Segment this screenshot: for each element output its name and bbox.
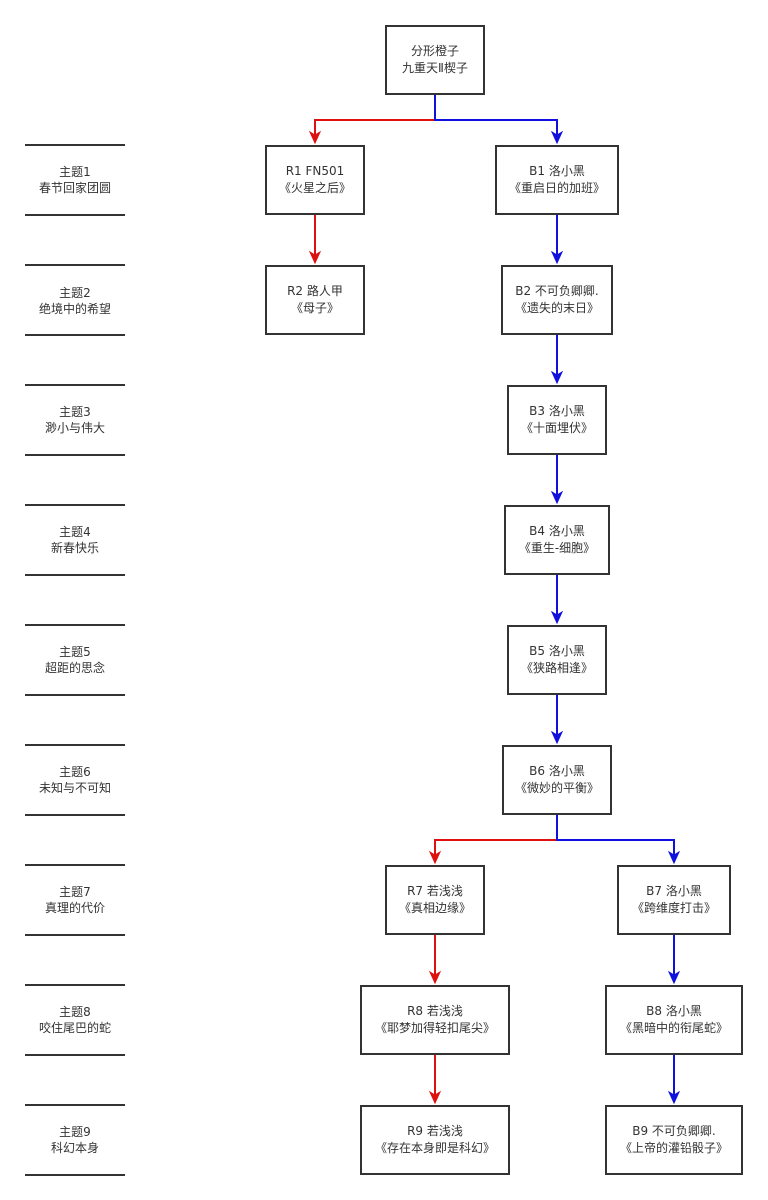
arrowhead-b6-to-b7	[667, 850, 681, 865]
node-b9[interactable]: B9 不可负卿卿. 《上帝的灌铅骰子》	[605, 1105, 743, 1175]
theme-2-name: 主题2	[59, 286, 91, 300]
theme-1-label: 主题1 春节回家团圆	[25, 164, 125, 196]
theme-7-label: 主题7 真理的代价	[25, 884, 125, 916]
theme-5-name: 主题5	[59, 645, 91, 659]
theme-4-label: 主题4 新春快乐	[25, 524, 125, 556]
theme-1-name: 主题1	[59, 165, 91, 179]
arrowhead-b4-to-b5	[550, 610, 564, 625]
node-b4-author: B4 洛小黑	[529, 524, 585, 538]
arrowhead-r7-to-r8	[428, 970, 442, 985]
theme-1-title: 春节回家团圆	[38, 181, 111, 195]
node-b5-title: 《狭路相逢》	[520, 661, 593, 675]
node-b4[interactable]: B4 洛小黑 《重生-细胞》	[504, 505, 610, 575]
theme-2-label: 主题2 绝境中的希望	[25, 285, 125, 317]
theme-7-name: 主题7	[59, 885, 91, 899]
node-r1[interactable]: R1 FN501 《火星之后》	[265, 145, 365, 215]
node-r9-title: 《存在本身即是科幻》	[374, 1141, 495, 1155]
theme-9-label: 主题9 科幻本身	[25, 1124, 125, 1156]
theme-4-title: 新春快乐	[50, 541, 99, 555]
node-r8[interactable]: R8 若浅浅 《耶梦加得轻扣尾尖》	[360, 985, 510, 1055]
arrowhead-root-to-b1	[550, 130, 564, 145]
node-b9-author: B9 不可负卿卿.	[632, 1124, 716, 1138]
node-r7-title: 《真相边缘》	[398, 901, 471, 915]
node-b3[interactable]: B3 洛小黑 《十面埋伏》	[507, 385, 607, 455]
node-r1-author: R1 FN501	[285, 164, 345, 178]
node-b3-author: B3 洛小黑	[529, 404, 585, 418]
root-node-line1: 分形橙子	[410, 44, 459, 58]
node-r7[interactable]: R7 若浅浅 《真相边缘》	[385, 865, 485, 935]
node-b6-author: B6 洛小黑	[529, 764, 585, 778]
theme-4-name: 主题4	[59, 525, 91, 539]
theme-3-title: 渺小与伟大	[44, 421, 105, 435]
node-r9[interactable]: R9 若浅浅 《存在本身即是科幻》	[360, 1105, 510, 1175]
connectors	[308, 95, 681, 1105]
arrowhead-b5-to-b6	[550, 730, 564, 745]
node-b1[interactable]: B1 洛小黑 《重启日的加班》	[495, 145, 619, 215]
node-b8-title: 《黑暗中的衔尾蛇》	[619, 1021, 728, 1035]
theme-2-title: 绝境中的希望	[38, 302, 111, 316]
node-r2-author: R2 路人甲	[287, 284, 343, 298]
node-b2-title: 《遗失的末日》	[514, 301, 599, 315]
node-b6-title: 《微妙的平衡》	[514, 781, 599, 795]
arrowhead-b2-to-b3	[550, 370, 564, 385]
node-b7-author: B7 洛小黑	[646, 884, 702, 898]
node-b5-author: B5 洛小黑	[529, 644, 585, 658]
theme-6-title: 未知与不可知	[38, 781, 111, 795]
node-b3-title: 《十面埋伏》	[520, 421, 593, 435]
theme-3-name: 主题3	[59, 405, 91, 419]
theme-9-name: 主题9	[59, 1125, 91, 1139]
node-b2[interactable]: B2 不可负卿卿. 《遗失的末日》	[501, 265, 613, 335]
node-r9-author: R9 若浅浅	[407, 1124, 463, 1138]
edge-b6-to-b7	[556, 815, 675, 855]
theme-6-label: 主题6 未知与不可知	[25, 764, 125, 796]
node-b7[interactable]: B7 洛小黑 《跨维度打击》	[617, 865, 731, 935]
theme-3-label: 主题3 渺小与伟大	[25, 404, 125, 436]
theme-dividers	[25, 144, 125, 1176]
arrowhead-b8-to-b9	[667, 1090, 681, 1105]
arrowhead-root-to-r1	[308, 130, 322, 145]
theme-6-name: 主题6	[59, 765, 91, 779]
arrowhead-r1-to-r2	[308, 250, 322, 265]
node-b4-title: 《重生-细胞》	[518, 541, 596, 555]
arrowhead-b3-to-b4	[550, 490, 564, 505]
theme-9-title: 科幻本身	[50, 1141, 99, 1155]
theme-8-label: 主题8 咬住尾巴的蛇	[25, 1004, 125, 1036]
arrowhead-b6-to-r7	[428, 850, 442, 865]
node-b1-author: B1 洛小黑	[529, 164, 585, 178]
node-b6[interactable]: B6 洛小黑 《微妙的平衡》	[502, 745, 612, 815]
node-b5[interactable]: B5 洛小黑 《狭路相逢》	[507, 625, 607, 695]
theme-8-name: 主题8	[59, 1005, 91, 1019]
theme-5-label: 主题5 超距的思念	[25, 644, 125, 676]
arrowhead-b1-to-b2	[550, 250, 564, 265]
root-node-line2: 九重天Ⅱ楔子	[402, 61, 468, 75]
edge-root-to-b1	[434, 95, 558, 135]
theme-7-title: 真理的代价	[44, 901, 105, 915]
node-b2-author: B2 不可负卿卿.	[515, 284, 599, 298]
theme-5-title: 超距的思念	[44, 661, 105, 675]
theme-8-title: 咬住尾巴的蛇	[38, 1021, 111, 1035]
arrowhead-b7-to-b8	[667, 970, 681, 985]
node-r1-title: 《火星之后》	[278, 181, 351, 195]
node-b8[interactable]: B8 洛小黑 《黑暗中的衔尾蛇》	[605, 985, 743, 1055]
node-r7-author: R7 若浅浅	[407, 884, 463, 898]
node-r2-title: 《母子》	[290, 301, 339, 315]
node-b8-author: B8 洛小黑	[646, 1004, 702, 1018]
node-b7-title: 《跨维度打击》	[631, 901, 716, 915]
node-b9-title: 《上帝的灌铅骰子》	[619, 1141, 728, 1155]
node-r2[interactable]: R2 路人甲 《母子》	[265, 265, 365, 335]
node-b1-title: 《重启日的加班》	[508, 181, 605, 195]
root-node[interactable]: 分形橙子 九重天Ⅱ楔子	[385, 25, 485, 95]
edge-b6-to-r7	[434, 815, 558, 855]
arrowhead-r8-to-r9	[428, 1090, 442, 1105]
node-r8-author: R8 若浅浅	[407, 1004, 463, 1018]
node-r8-title: 《耶梦加得轻扣尾尖》	[374, 1021, 495, 1035]
edge-root-to-r1	[314, 95, 436, 135]
